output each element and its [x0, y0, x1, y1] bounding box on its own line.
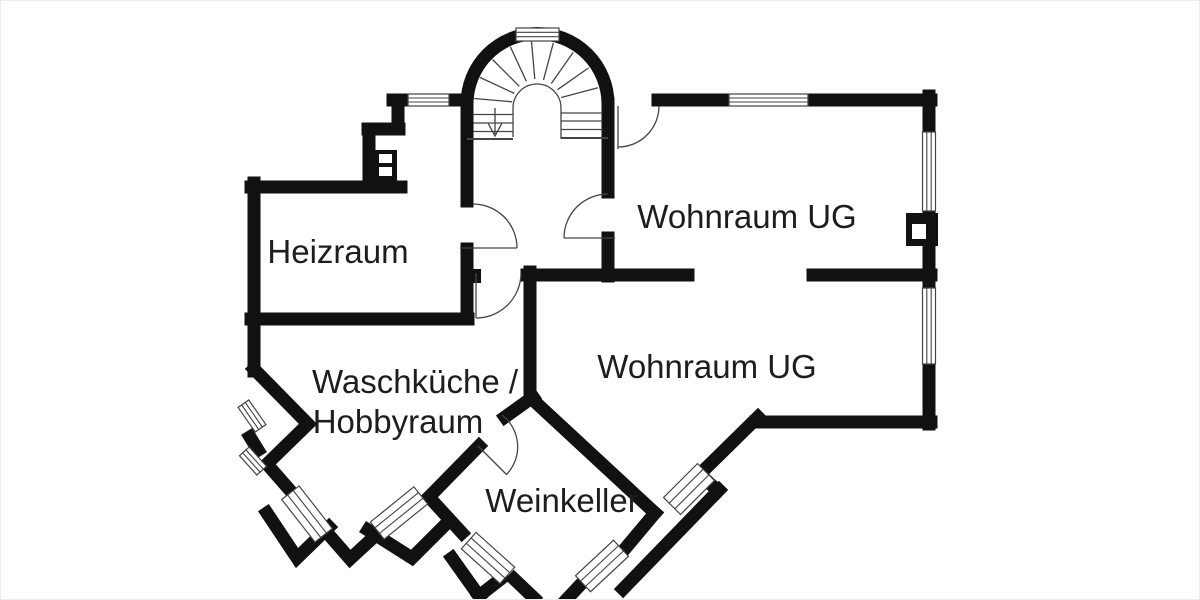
room-label-wohnraum-top: Wohnraum UG [637, 198, 857, 235]
window-bay-wall [359, 513, 457, 567]
room-label-hobbyraum: Hobbyraum [312, 403, 484, 440]
staircase [467, 41, 608, 140]
window-icon [921, 131, 937, 212]
door-hinge-nub [473, 269, 481, 283]
windows [237, 27, 937, 593]
window-icon [662, 462, 716, 516]
window-icon [460, 531, 516, 585]
door-wohnraum-hall [563, 193, 615, 239]
window-icon [280, 485, 334, 543]
window-icon [238, 446, 268, 476]
door-wohnraum-top [617, 105, 660, 149]
window-icon [728, 93, 809, 107]
door-waschkueche [475, 272, 522, 319]
room-label-heizraum: Heizraum [267, 233, 409, 270]
door-weinkeller [477, 414, 519, 476]
window-icon [237, 399, 267, 433]
walls [241, 27, 938, 599]
stair-direction-arrow-icon [487, 108, 503, 138]
window-icon [515, 27, 560, 42]
doors [460, 105, 660, 476]
window-icon [921, 287, 937, 365]
room-label-weinkeller: Weinkeller [485, 482, 639, 519]
window-icon [369, 485, 429, 541]
room-label-wohnraum-bottom: Wohnraum UG [597, 348, 817, 385]
window-icon [407, 93, 450, 107]
room-label-waschkueche: Waschküche / [311, 363, 519, 400]
door-heizraum [460, 203, 518, 249]
window-icon [574, 539, 630, 593]
